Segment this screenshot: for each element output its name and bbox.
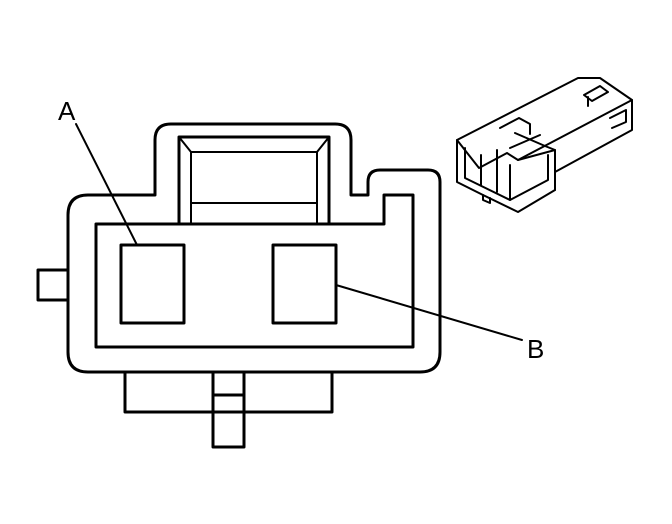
locking-tab xyxy=(177,135,331,226)
bottom-post xyxy=(211,370,246,449)
callout-leaders xyxy=(75,123,523,341)
left-nub xyxy=(36,268,70,302)
connector-body-outline xyxy=(66,122,442,374)
iso-bottom-pin xyxy=(482,194,491,204)
terminal-b xyxy=(271,243,338,325)
iso-front-face xyxy=(456,139,556,213)
connector-face xyxy=(36,122,442,449)
terminal-cavity xyxy=(94,193,415,349)
connector-isometric-view xyxy=(456,77,633,213)
bottom-skirt xyxy=(123,370,334,414)
iso-latch xyxy=(499,85,627,151)
leader-line-a xyxy=(75,123,138,246)
terminal-a xyxy=(119,243,186,325)
iso-top-face xyxy=(456,77,633,169)
callout-label-a: A xyxy=(58,96,76,126)
leader-line-b xyxy=(335,284,523,341)
iso-inner-divider xyxy=(480,149,511,201)
locking-tab-bevel xyxy=(178,136,330,225)
callout-label-b: B xyxy=(527,334,544,364)
